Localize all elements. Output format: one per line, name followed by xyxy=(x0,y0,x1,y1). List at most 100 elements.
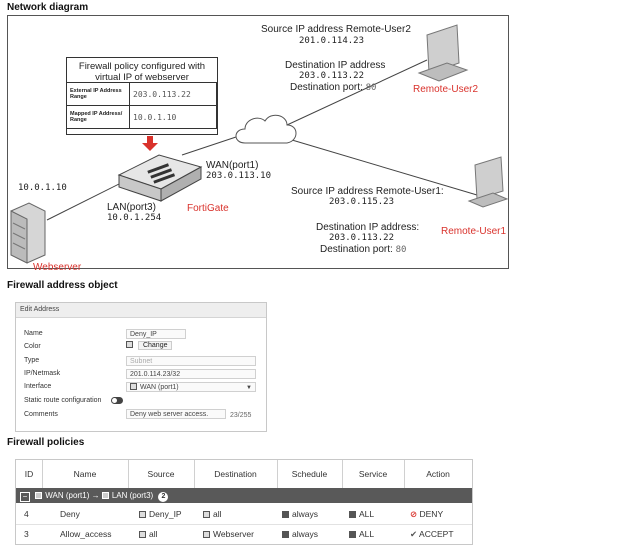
interface-label: Interface xyxy=(24,383,51,390)
col-name-header[interactable]: Name xyxy=(42,460,128,488)
remote-user1-dest-label: Destination IP address: xyxy=(316,222,419,233)
policy-action: ⊘ DENY xyxy=(410,504,443,524)
col-destination-header[interactable]: Destination xyxy=(194,460,277,488)
policy-group-header[interactable]: − WAN (port1) → LAN (port3) 2 xyxy=(16,488,472,503)
policy-schedule[interactable]: always xyxy=(282,524,318,544)
accept-icon: ✔ xyxy=(410,529,417,539)
external-ip-value: 203.0.113.22 xyxy=(130,83,217,106)
type-label: Type xyxy=(24,357,39,364)
mapped-ip-label: Mapped IP Address/ Range xyxy=(67,106,130,129)
policy-table: ID Name Source Destination Schedule Serv… xyxy=(15,459,473,545)
table-row[interactable]: 3 Allow_access all Webserver always ALL … xyxy=(16,524,472,544)
address-icon xyxy=(139,511,146,518)
policy-source[interactable]: Deny_IP xyxy=(139,504,182,524)
policy-destination[interactable]: Webserver xyxy=(203,524,254,544)
remote-user2-computer-icon xyxy=(419,25,467,81)
webserver-icon xyxy=(11,203,45,263)
static-route-toggle[interactable] xyxy=(111,397,123,404)
fortigate-device-icon xyxy=(119,155,201,201)
col-source-header[interactable]: Source xyxy=(128,460,194,488)
ip-netmask-label: IP/Netmask xyxy=(24,370,60,377)
interface-select[interactable]: WAN (port1) ▼ xyxy=(126,382,256,392)
remote-user1-source-label: Source IP address Remote-User1: xyxy=(291,186,444,197)
policy-name: Allow_access xyxy=(60,524,112,544)
policy-service[interactable]: ALL xyxy=(349,524,374,544)
server-icon xyxy=(203,531,210,538)
color-swatch-icon xyxy=(126,341,133,348)
color-label: Color xyxy=(24,343,41,350)
wan-ip: 203.0.113.10 xyxy=(206,171,271,181)
policy-id: 3 xyxy=(24,524,29,544)
change-color-button[interactable]: Change xyxy=(138,341,173,350)
group-from: WAN (port1) xyxy=(45,491,89,500)
name-label: Name xyxy=(24,330,43,337)
port-icon xyxy=(102,492,109,499)
lan-port-label: LAN(port3) xyxy=(107,202,156,213)
policy-action: ✔ ACCEPT xyxy=(410,524,454,544)
arrow-right-icon: → xyxy=(92,491,100,500)
group-to: LAN (port3) xyxy=(112,491,153,500)
chevron-down-icon: ▼ xyxy=(246,383,252,393)
service-icon xyxy=(349,531,356,538)
policy-schedule[interactable]: always xyxy=(282,504,318,524)
policy-name: Deny xyxy=(60,504,80,524)
mapped-ip-value: 10.0.1.10 xyxy=(130,106,217,129)
virtual-ip-policy-title: Firewall policy configured with virtual … xyxy=(67,61,217,83)
deny-icon: ⊘ xyxy=(410,509,417,519)
policy-destination[interactable]: all xyxy=(203,504,222,524)
address-object-title: Firewall address object xyxy=(7,280,118,291)
col-schedule-header[interactable]: Schedule xyxy=(277,460,342,488)
collapse-icon[interactable]: − xyxy=(20,492,30,502)
schedule-icon xyxy=(282,531,289,538)
address-icon xyxy=(203,511,210,518)
virtual-ip-policy-box: Firewall policy configured with virtual … xyxy=(66,57,218,135)
policies-title: Firewall policies xyxy=(7,437,84,448)
remote-user2-source-ip: 201.0.114.23 xyxy=(299,36,364,46)
remote-user2-dest-label: Destination IP address xyxy=(285,60,385,71)
color-control: Change xyxy=(126,341,172,349)
table-row: External IP Address Range 203.0.113.22 xyxy=(67,83,217,106)
internet-cloud-icon xyxy=(236,115,296,143)
remote-user1-dest-port: Destination port: 80 xyxy=(320,244,406,255)
remote-user1-dest-ip: 203.0.113.22 xyxy=(329,233,394,243)
remote-user2-dest-ip: 203.0.113.22 xyxy=(299,71,364,81)
remote-user1-label: Remote-User1 xyxy=(441,226,506,237)
static-route-label: Static route configuration xyxy=(24,397,101,404)
col-id-header[interactable]: ID xyxy=(16,460,42,488)
name-input[interactable]: Deny_IP xyxy=(126,329,186,339)
webserver-label: Webserver xyxy=(33,262,81,273)
edit-address-panel: Edit Address Name Deny_IP Color Change T… xyxy=(15,302,267,432)
remote-user2-dest-port: Destination port: 80 xyxy=(290,82,376,93)
virtual-ip-table: External IP Address Range 203.0.113.22 M… xyxy=(66,82,217,129)
network-diagram-title: Network diagram xyxy=(7,2,88,13)
arrow-down-icon xyxy=(142,136,158,151)
ip-netmask-input[interactable]: 201.0.114.23/32 xyxy=(126,369,256,379)
schedule-icon xyxy=(282,511,289,518)
address-icon xyxy=(139,531,146,538)
policy-id: 4 xyxy=(24,504,29,524)
policy-service[interactable]: ALL xyxy=(349,504,374,524)
external-ip-label: External IP Address Range xyxy=(67,83,130,106)
group-count-badge: 2 xyxy=(158,492,168,502)
remote-user1-computer-icon xyxy=(469,157,507,207)
table-row[interactable]: 4 Deny Deny_IP all always ALL ⊘ DENY xyxy=(16,504,472,525)
comments-textarea[interactable]: Deny web server access. xyxy=(126,409,226,419)
col-action-header[interactable]: Action xyxy=(404,460,472,488)
remote-user1-source-ip: 203.0.115.23 xyxy=(329,197,394,207)
edit-address-header: Edit Address xyxy=(16,303,266,318)
table-row: Mapped IP Address/ Range 10.0.1.10 xyxy=(67,106,217,129)
remote-user2-source-label: Source IP address Remote-User2 xyxy=(261,24,411,35)
link-fortigate-cloud xyxy=(182,135,242,155)
lan-ip: 10.0.1.254 xyxy=(107,213,161,223)
webserver-ip: 10.0.1.10 xyxy=(18,183,67,193)
interface-port-icon xyxy=(130,383,137,390)
fortigate-label: FortiGate xyxy=(187,203,229,214)
type-select[interactable]: Subnet xyxy=(126,356,256,366)
port-icon xyxy=(35,492,42,499)
network-links xyxy=(7,15,509,269)
policy-source[interactable]: all xyxy=(139,524,158,544)
comment-char-count: 23/255 xyxy=(230,412,251,419)
comments-label: Comments xyxy=(24,411,58,418)
col-service-header[interactable]: Service xyxy=(342,460,404,488)
remote-user2-label: Remote-User2 xyxy=(413,84,478,95)
